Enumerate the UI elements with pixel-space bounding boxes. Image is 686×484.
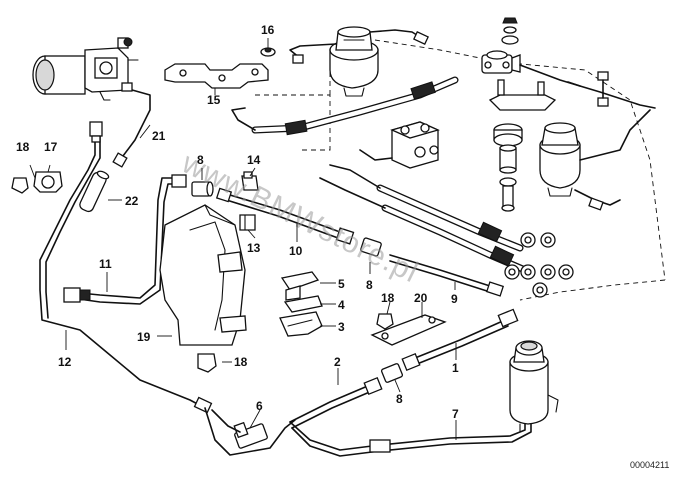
pipe-2 [289,376,383,429]
callout-8: 8 [197,153,204,167]
hose-12 [39,121,213,414]
pipe-9 [389,254,505,297]
callouts: 16 15 21 18 17 22 8 14 13 10 11 19 12 18… [16,23,459,421]
callout-13: 13 [247,241,261,255]
clip-13 [239,214,256,231]
accumulator-right [539,122,581,197]
distribution-block [390,121,440,169]
sleeve-22 [79,170,110,213]
callout-16: 16 [261,23,275,37]
heat-shield-19 [159,204,247,346]
clip-14 [241,171,259,191]
fitting-8-top [191,181,214,197]
callout-1: 1 [452,361,459,375]
callout-7: 7 [452,407,459,421]
diagram-code: 00004211 [630,460,669,470]
callout-11: 11 [99,257,112,271]
callout-19: 19 [137,330,151,344]
callout-18-shield: 18 [234,355,248,369]
nut-16 [260,47,276,57]
suspension-strut-right [488,79,557,212]
pressure-accumulator [329,26,379,97]
callout-21: 21 [152,129,166,143]
bolt-18-left [11,177,29,194]
callout-4: 4 [338,298,345,312]
hydraulic-pump [32,37,139,101]
callout-8-bottom: 8 [396,392,403,406]
pipe-1 [401,308,519,372]
callout-3: 3 [338,320,345,334]
fitting-8-bottom [380,363,404,383]
grommets [504,232,574,298]
callout-22: 22 [125,194,139,208]
fitting-8-middle [360,237,382,257]
callout-18: 18 [16,140,30,154]
bolt-18-bracket [376,313,394,330]
callout-20: 20 [414,291,428,305]
callout-14: 14 [247,153,261,167]
hose-11 [63,174,187,305]
pipe-top-left [289,43,337,59]
fluid-reservoir [509,340,559,433]
clamp-4 [283,295,323,313]
leader-lines [29,38,457,440]
callout-18-bracket: 18 [381,291,395,305]
clamp-3 [279,311,323,337]
clamp-5 [280,271,320,301]
hose-7 [204,407,532,457]
bracket-20 [370,314,447,346]
hose-upper [231,76,459,136]
pipe-right-top [519,64,656,109]
t-fitting-6 [211,409,268,449]
callout-8-middle: 8 [366,278,373,292]
bracket-15 [164,63,269,89]
callout-5: 5 [338,277,345,291]
level-control-valve [481,17,521,74]
hose-right-2 [381,204,529,274]
callout-2: 2 [334,355,341,369]
pipe-21 [119,87,151,161]
callout-10: 10 [289,244,303,258]
hose-right-1 [376,184,524,252]
callout-6: 6 [256,399,263,413]
callout-15: 15 [207,93,221,107]
pipe-10 [215,187,355,245]
callout-12: 12 [58,355,72,369]
clamp-17 [33,171,63,193]
bolt-18-shield [197,353,217,373]
callout-17: 17 [44,140,58,154]
callout-9: 9 [451,292,458,306]
